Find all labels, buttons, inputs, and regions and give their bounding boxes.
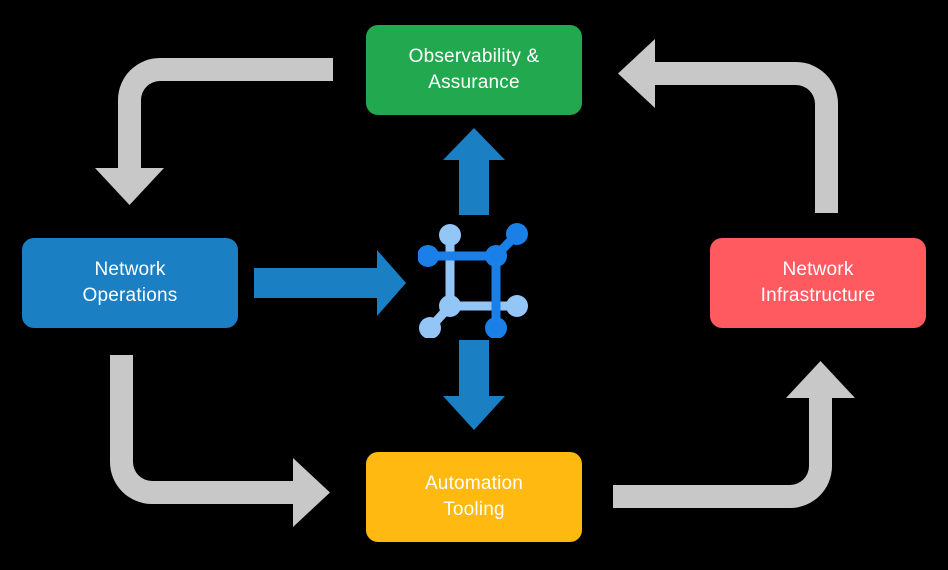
arrow-infrastructure-to-observability — [618, 39, 838, 213]
arrow-observability-to-operations — [95, 58, 333, 205]
topology-light-nodes — [419, 224, 528, 339]
arrow-operations-to-center — [254, 250, 406, 316]
arrow-center-to-observability — [443, 128, 505, 215]
arrow-center-to-automation — [443, 340, 505, 430]
network-topology-icon — [417, 218, 533, 339]
network-topology-svg — [417, 223, 528, 339]
node-network-operations[interactable]: Network Operations — [22, 238, 238, 328]
node-automation-tooling[interactable]: Automation Tooling — [366, 452, 582, 542]
node-observability-assurance[interactable]: Observability & Assurance — [366, 25, 582, 115]
arrow-automation-to-infrastructure — [613, 361, 855, 508]
topology-dark-nodes — [417, 223, 528, 339]
arrow-operations-to-automation — [110, 355, 330, 527]
node-network-infrastructure[interactable]: Network Infrastructure — [710, 238, 926, 328]
